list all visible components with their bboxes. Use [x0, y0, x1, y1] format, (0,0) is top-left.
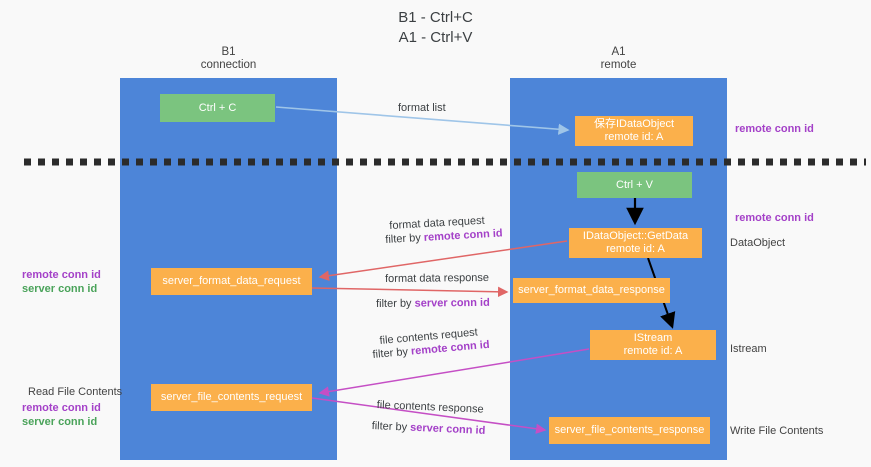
annotation-conn-id-legend-mid: remote conn id server conn id [22, 268, 101, 296]
annotation-remote-conn-id-left-bottom: remote conn id [22, 402, 101, 414]
swimlane-header-a1-title: A1 [611, 46, 626, 58]
box-server-format-data-request[interactable]: server_format_data_request [151, 268, 312, 295]
filter-prefix: filter by [385, 231, 425, 246]
arrow-label-file-contents-response-filter: filter by server conn id [371, 419, 485, 438]
annotation-istream: Istream [730, 343, 767, 355]
annotation-remote-conn-id-mid: remote conn id [735, 212, 814, 224]
filter-key-server-conn-id: server conn id [414, 296, 490, 310]
annotation-dataobject: DataObject [730, 237, 786, 249]
annotation-remote-conn-id-top: remote conn id [735, 123, 814, 135]
filter-prefix: filter by [376, 297, 415, 310]
arrow-label-format-data-response: format data response [385, 271, 490, 285]
annotation-remote-conn-id-left-mid: remote conn id [22, 269, 101, 281]
annotation-server-conn-id-left-bottom: server conn id [22, 416, 98, 428]
box-istream[interactable]: IStream remote id: A [590, 330, 716, 360]
filter-key-remote-conn-id: remote conn id [423, 227, 503, 244]
swimlane-header-a1: A1 remote [510, 46, 727, 72]
box-save-idataobject[interactable]: 保存IDataObject remote id: A [575, 116, 693, 146]
box-server-format-data-response[interactable]: server_format_data_response [513, 278, 670, 303]
arrow-label-format-list: format list [398, 102, 446, 114]
box-server-file-contents-request[interactable]: server_file_contents_request [151, 384, 312, 411]
diagram-title: B1 - Ctrl+C A1 - Ctrl+V [398, 9, 473, 46]
annotation-conn-id-legend-bottom: remote conn id server conn id [22, 401, 101, 429]
swimlane-header-a1-subtitle: remote [600, 59, 637, 71]
box-idataobject-getdata[interactable]: IDataObject::GetData remote id: A [569, 228, 702, 258]
annotation-read-file-contents: Read File Contents [28, 386, 123, 398]
annotation-server-conn-id-left-mid: server conn id [22, 283, 98, 295]
arrow-format-data-response [311, 286, 509, 298]
filter-key-server-conn-id: server conn id [409, 421, 486, 437]
filter-prefix: filter by [372, 345, 412, 361]
swimlane-header-b1-title: B1 [221, 46, 236, 58]
swimlane-header-b1-subtitle: connection [200, 59, 257, 71]
swimlane-header-b1: B1 connection [120, 46, 337, 72]
box-ctrl-c[interactable]: Ctrl + C [160, 94, 275, 122]
box-ctrl-v[interactable]: Ctrl + V [577, 172, 692, 198]
filter-prefix: filter by [371, 419, 411, 434]
arrow-label-format-data-response-filter: filter by server conn id [376, 296, 490, 311]
box-server-file-contents-response[interactable]: server_file_contents_response [549, 417, 710, 444]
arrow-label-file-contents-response: file contents response [376, 398, 484, 416]
annotation-write-file-contents: Write File Contents [730, 425, 824, 437]
